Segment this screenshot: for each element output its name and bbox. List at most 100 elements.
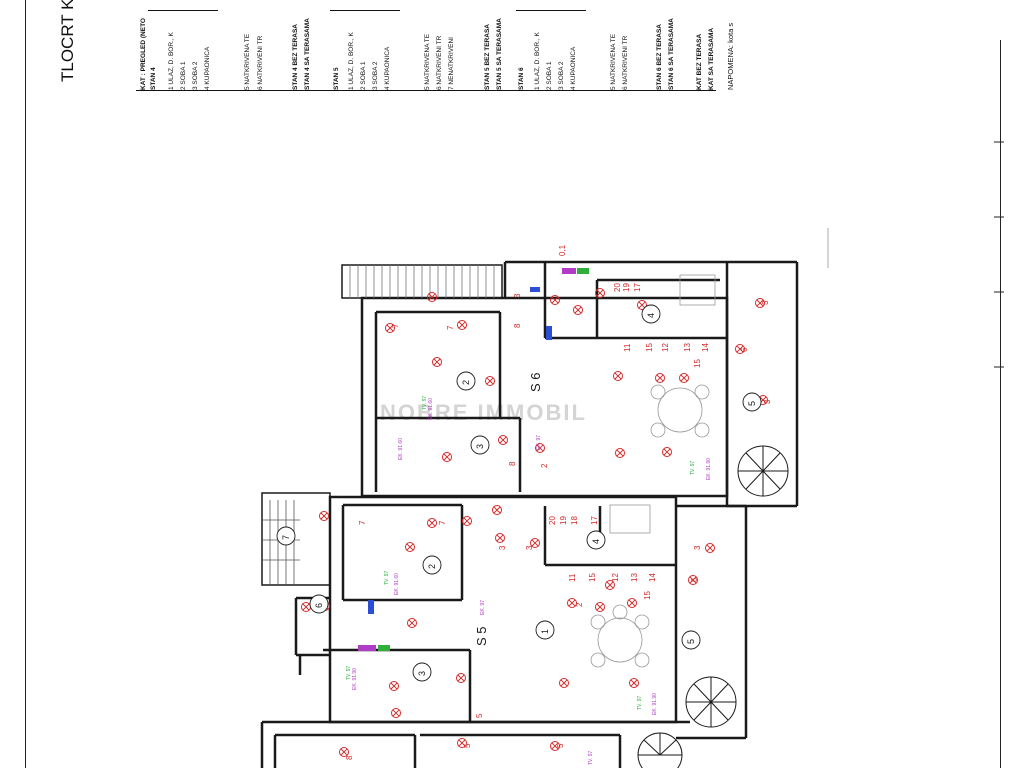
legend-rule (136, 90, 716, 91)
unit-label-s5: S 5 (474, 626, 489, 646)
sheet-border-left (25, 0, 26, 768)
unit-label-s6: S 6 (528, 372, 543, 392)
outlet-symbol (319, 511, 329, 521)
outlet-symbol (550, 741, 560, 751)
svg-text:8: 8 (513, 323, 522, 328)
outlet-symbol (456, 673, 466, 683)
svg-text:EK. 91.60: EK. 91.60 (394, 573, 400, 595)
svg-text:EK. 97: EK. 97 (536, 435, 542, 450)
svg-text:EK. 91.60: EK. 91.60 (428, 398, 434, 420)
outlet-symbol (407, 618, 417, 628)
svg-text:EK. 91.90: EK. 91.90 (706, 458, 712, 480)
svg-text:1: 1 (540, 629, 550, 634)
outlet-symbol (530, 538, 540, 548)
outlet-symbol (405, 542, 415, 552)
outlet-symbol (391, 708, 401, 718)
outlet-symbol (559, 678, 569, 688)
svg-text:17: 17 (633, 283, 642, 292)
svg-text:TV. 97: TV. 97 (690, 461, 696, 475)
svg-text:EK. 97: EK. 97 (480, 600, 486, 615)
svg-text:7: 7 (446, 325, 455, 330)
svg-text:6: 6 (740, 347, 749, 352)
unit-s5-walls (294, 495, 748, 740)
svg-text:15: 15 (588, 573, 597, 582)
svg-text:TV. 97: TV. 97 (588, 751, 594, 765)
room-number-text: 2 3 4 5 2 4 1 3 5 7 6 (281, 313, 757, 676)
outlet-symbol (427, 518, 437, 528)
svg-text:19: 19 (622, 283, 631, 292)
svg-text:3: 3 (498, 545, 507, 550)
outlet-symbol (432, 357, 442, 367)
svg-text:17: 17 (590, 516, 599, 525)
outlet-symbol (573, 305, 583, 315)
legend-box-stan6 (516, 10, 586, 91)
electrical-symbols (301, 288, 768, 757)
furniture-outlines (590, 274, 716, 668)
unit-labels: S 6 S 5 (474, 372, 543, 646)
outlet-symbol (567, 598, 577, 608)
svg-text:13: 13 (630, 573, 639, 582)
svg-text:6: 6 (314, 603, 324, 608)
svg-text:4: 4 (591, 539, 601, 544)
svg-text:3: 3 (693, 545, 702, 550)
outlet-symbol (655, 373, 665, 383)
unit-s4-walls (260, 720, 690, 768)
outlet-symbol (495, 533, 505, 543)
colored-tags: EK. 91.60 EK. 91.60 EK. 97 EK. 91.90 EK.… (346, 268, 712, 765)
svg-text:13: 13 (683, 343, 692, 352)
svg-text:3: 3 (513, 293, 522, 298)
svg-text:19: 19 (559, 516, 568, 525)
svg-text:2: 2 (461, 380, 471, 385)
svg-text:11: 11 (568, 573, 577, 582)
svg-text:EK. 91.90: EK. 91.90 (652, 693, 658, 715)
svg-text:11: 11 (623, 343, 632, 352)
svg-text:2: 2 (575, 602, 584, 607)
outlet-symbol (301, 602, 311, 612)
svg-text:18: 18 (570, 516, 579, 525)
svg-text:2: 2 (427, 564, 437, 569)
svg-text:0,1: 0,1 (558, 244, 567, 256)
svg-text:8: 8 (345, 755, 354, 760)
svg-text:7: 7 (358, 520, 367, 525)
svg-text:20: 20 (548, 516, 557, 525)
outlet-symbol (627, 598, 637, 608)
outlet-symbol (605, 580, 615, 590)
svg-text:7: 7 (391, 323, 400, 328)
outlet-symbol (462, 516, 472, 526)
outlet-symbol (613, 371, 623, 381)
svg-text:4: 4 (646, 313, 656, 318)
outlet-symbol (595, 288, 605, 298)
sheet-border-right (1000, 40, 1001, 768)
outlet-symbol (688, 575, 698, 585)
svg-text:15: 15 (693, 359, 702, 368)
legend-box-stan4 (148, 10, 218, 91)
svg-text:5: 5 (686, 639, 696, 644)
legend-box-stan5 (330, 10, 400, 91)
svg-text:3: 3 (761, 300, 770, 305)
unit-s6-spiral-stair (737, 445, 789, 497)
svg-text:7: 7 (438, 520, 447, 525)
stairwell (261, 492, 331, 586)
svg-text:TV. 97: TV. 97 (384, 571, 390, 585)
outlet-symbol (492, 505, 502, 515)
outlet-symbol (679, 373, 689, 383)
outlet-symbol (427, 292, 437, 302)
electrical-numbers: 0,1 20 19 17 11 15 12 13 14 6 15 20 19 1… (345, 244, 772, 760)
watermark: NOBRE IMMOBIL (380, 400, 587, 425)
svg-text:3: 3 (763, 399, 772, 404)
outlet-symbol (485, 376, 495, 386)
outlet-symbol (662, 447, 672, 457)
outlet-symbol (550, 295, 560, 305)
svg-text:7: 7 (281, 535, 291, 540)
svg-text:12: 12 (661, 343, 670, 352)
outlet-symbol (339, 747, 349, 757)
unit-s5-spiral-stair (685, 676, 737, 728)
outlet-symbol (629, 678, 639, 688)
svg-text:3: 3 (417, 671, 427, 676)
svg-text:2: 2 (540, 463, 549, 468)
outlet-symbol (535, 443, 545, 453)
svg-text:3: 3 (475, 444, 485, 449)
unit-s6-balcony (341, 264, 503, 299)
